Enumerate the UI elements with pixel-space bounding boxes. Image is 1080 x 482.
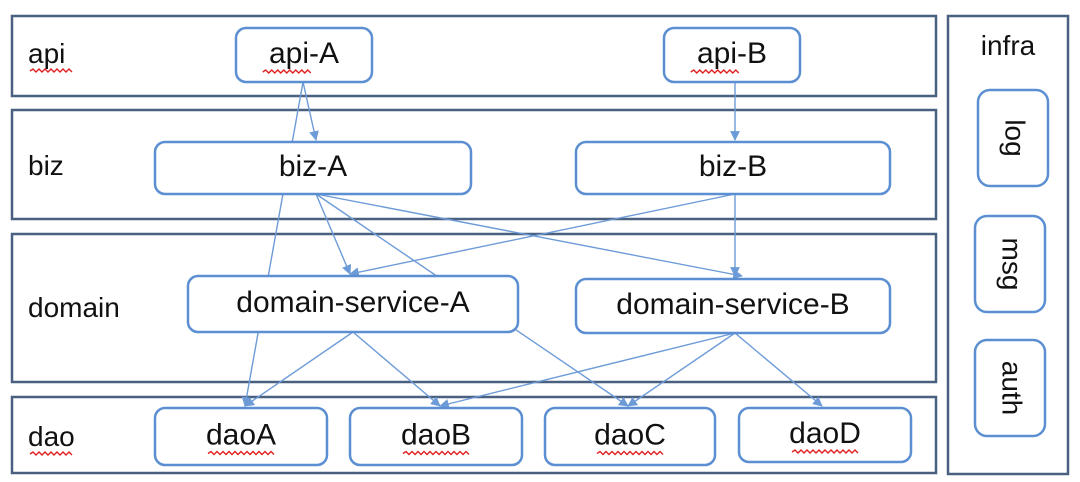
node-box[interactable] bbox=[574, 140, 892, 196]
infra-title: infra bbox=[981, 30, 1036, 61]
edge-biz-B-to-domain-service-A bbox=[349, 193, 736, 278]
edge-api-A-to-daoA bbox=[241, 81, 304, 407]
node-daoD[interactable]: daoD bbox=[737, 406, 913, 464]
edge-domain-service-B-to-daoC bbox=[627, 332, 736, 407]
node-api-A[interactable]: api-A bbox=[234, 26, 374, 84]
node-box[interactable] bbox=[662, 26, 802, 84]
layer-label: domain bbox=[28, 292, 120, 323]
infra-item-box bbox=[973, 214, 1047, 314]
infra-item-msg: msg bbox=[973, 214, 1047, 314]
node-label: api-B bbox=[697, 37, 767, 70]
node-box[interactable] bbox=[234, 26, 374, 84]
node-domain-service-A[interactable]: domain-service-A bbox=[186, 274, 520, 334]
node-label: daoB bbox=[401, 418, 471, 451]
node-box[interactable] bbox=[543, 406, 717, 467]
node-box[interactable] bbox=[348, 406, 524, 467]
edge-biz-A-to-domain-service-A bbox=[315, 193, 352, 275]
node-daoA[interactable]: daoA bbox=[153, 406, 329, 467]
dependency-edges bbox=[241, 81, 823, 409]
edge-domain-service-B-to-daoD bbox=[734, 332, 823, 407]
node-label: daoD bbox=[789, 417, 861, 450]
node-box[interactable] bbox=[574, 277, 892, 335]
infra-item-log: log bbox=[976, 88, 1050, 188]
edge-biz-A-to-domain-service-B bbox=[315, 193, 743, 280]
edge-domain-service-B-to-daoB bbox=[439, 332, 736, 409]
layer-label: api bbox=[28, 38, 65, 69]
spellcheck-underline bbox=[29, 68, 73, 73]
node-box[interactable] bbox=[186, 274, 520, 334]
spellcheck-underline bbox=[402, 450, 470, 456]
node-label: daoA bbox=[206, 418, 276, 451]
edge-domain-service-A-to-daoA bbox=[244, 331, 354, 407]
node-box[interactable] bbox=[737, 406, 913, 464]
node-box[interactable] bbox=[153, 406, 329, 467]
node-daoC[interactable]: daoC bbox=[543, 406, 717, 467]
infra-item-label: log bbox=[1000, 119, 1031, 156]
spellcheck-underline bbox=[690, 69, 740, 74]
spellcheck-underline bbox=[791, 449, 859, 454]
node-biz-A[interactable]: biz-A bbox=[153, 140, 473, 196]
infra-item-label: msg bbox=[997, 238, 1028, 291]
infra-item-box bbox=[976, 88, 1050, 188]
layers-group: api biz domain dao bbox=[10, 14, 938, 475]
node-label: biz-B bbox=[699, 150, 767, 183]
layer-label: biz bbox=[28, 150, 64, 181]
node-label: api-A bbox=[269, 37, 339, 70]
spellcheck-underline bbox=[262, 69, 312, 74]
node-biz-B[interactable]: biz-B bbox=[574, 140, 892, 196]
node-api-B[interactable]: api-B bbox=[662, 26, 802, 84]
node-label: domain-service-B bbox=[616, 288, 849, 321]
edge-api-A-to-biz-A bbox=[302, 81, 319, 141]
layer-label: dao bbox=[28, 421, 75, 452]
spellcheck-underline bbox=[207, 450, 275, 456]
infra-item-box bbox=[973, 338, 1047, 438]
edge-domain-service-A-to-daoB bbox=[352, 331, 441, 407]
infra-item-auth: auth bbox=[973, 338, 1047, 438]
node-label: daoC bbox=[594, 418, 666, 451]
infra-panel: infra log msg auth bbox=[946, 14, 1070, 476]
node-domain-service-B[interactable]: domain-service-B bbox=[574, 277, 892, 335]
node-label: biz-A bbox=[279, 150, 347, 183]
nodes-group: api-A api-B biz-A biz-B domain-service-A doma… bbox=[153, 26, 913, 467]
spellcheck-underline bbox=[596, 450, 664, 456]
node-daoB[interactable]: daoB bbox=[348, 406, 524, 467]
node-box[interactable] bbox=[153, 140, 473, 196]
node-label: domain-service-A bbox=[236, 286, 469, 319]
infra-item-label: auth bbox=[997, 361, 1028, 416]
spellcheck-underline bbox=[29, 451, 73, 456]
